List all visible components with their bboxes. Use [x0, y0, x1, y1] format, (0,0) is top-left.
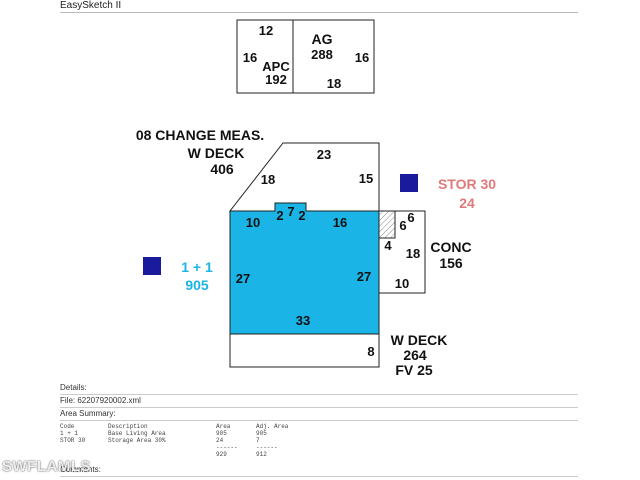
wdeck-upper-top-dim: 23: [317, 147, 331, 162]
table-cell: ------: [256, 444, 278, 451]
table-cell: 929: [216, 451, 227, 458]
title-divider: [60, 12, 578, 13]
conc-label: CONC: [430, 239, 471, 255]
wdeck-lower-right-dim: 8: [367, 344, 374, 359]
table-cell: 905: [216, 430, 227, 437]
wdeck-lower-area-value: 264: [403, 347, 427, 363]
ag-area-value: 288: [311, 47, 333, 62]
table-cell: 24: [216, 437, 224, 444]
wdeck-upper-area-value: 406: [210, 161, 234, 177]
ag-area: [292, 19, 375, 94]
living-label: 1 + 1: [181, 259, 213, 275]
table-cell: 905: [256, 430, 267, 437]
table-header: Code: [60, 423, 75, 430]
living-marker: [143, 257, 161, 275]
table-cell: STOR 30: [60, 437, 86, 444]
divider: [60, 420, 578, 421]
floor-sketch: 12 16 APC 192 AG 288 16 18 08 CHANGE MEA…: [136, 19, 496, 378]
stor-area: [378, 210, 396, 239]
stor-width-dim: 6: [399, 218, 406, 233]
table-cell: [60, 444, 108, 451]
watermark-logo: SWFLAMLS: [2, 458, 91, 475]
table-cell: [108, 451, 216, 458]
divider: [60, 476, 578, 477]
ag-label: AG: [312, 31, 333, 47]
living-notch-left-dim: 2: [276, 208, 283, 223]
table-row: 929 912: [60, 451, 316, 458]
living-right-dim: 27: [357, 269, 371, 284]
living-notch-right-dim: 2: [298, 208, 305, 223]
living-notch-top-dim: 7: [287, 204, 294, 219]
table-row: 1 + 1 Base Living Area 905 905: [60, 430, 316, 437]
comments-heading: Comments:: [60, 465, 101, 474]
table-cell: 912: [256, 451, 267, 458]
wdeck-upper-area: [228, 142, 380, 212]
wdeck-upper-diag-dim: 18: [261, 172, 275, 187]
table-header: Adj. Area: [256, 423, 289, 430]
details-panel: Details: File: 62207920002.xml Area Summ…: [60, 382, 578, 477]
file-name: File: 62207920002.xml: [60, 396, 141, 405]
divider: [60, 407, 578, 408]
table-row: ------ ------: [60, 444, 316, 451]
table-header: Area: [216, 423, 231, 430]
living-area-value: 905: [185, 277, 209, 293]
apc-left-dim: 16: [243, 50, 257, 65]
table-header-row: Code Description Area Adj. Area: [60, 423, 316, 430]
apc-label: APC: [262, 59, 290, 74]
living-bottom-dim: 33: [296, 313, 310, 328]
change-meas-label: 08 CHANGE MEAS.: [136, 127, 264, 143]
table-cell: Base Living Area: [108, 430, 166, 437]
stor-height-dim: 4: [384, 238, 392, 253]
divider: [60, 394, 578, 395]
wdeck-lower-fv: FV 25: [395, 362, 433, 378]
wdeck-upper-right-dim: 15: [359, 171, 373, 186]
living-top-right-dim: 16: [333, 215, 347, 230]
living-left-top-dim: 10: [246, 215, 260, 230]
stor-label: STOR 30: [438, 176, 496, 192]
conc-top-dim: 6: [407, 210, 414, 225]
wdeck-lower-label: W DECK: [391, 332, 448, 348]
area-summary-table: Code Description Area Adj. Area 1 + 1 Ba…: [60, 423, 316, 458]
apc-area-value: 192: [265, 72, 287, 87]
table-row: STOR 30 Storage Area 30% 24 7: [60, 437, 316, 444]
wdeck-lower-area: [229, 333, 380, 368]
table-cell: Storage Area 30%: [108, 437, 166, 444]
table-header: Description: [108, 423, 148, 430]
conc-bottom-dim: 10: [395, 276, 409, 291]
table-cell: [108, 444, 216, 451]
area-summary-heading: Area Summary:: [60, 409, 116, 418]
conc-area-value: 156: [439, 255, 463, 271]
table-cell: ------: [216, 444, 238, 451]
stor-area-value: 24: [459, 195, 475, 211]
ag-bottom-dim: 18: [327, 76, 341, 91]
conc-right-dim: 18: [406, 246, 420, 261]
table-cell: 7: [256, 437, 260, 444]
table-cell: 1 + 1: [60, 430, 79, 437]
conc-area: [378, 210, 426, 294]
table-cell: [60, 451, 108, 458]
ag-right-dim: 16: [355, 50, 369, 65]
living-left-dim: 27: [236, 271, 250, 286]
wdeck-upper-label: W DECK: [188, 145, 245, 161]
apc-top-dim: 12: [259, 23, 273, 38]
stor-marker: [400, 174, 418, 192]
details-heading: Details:: [60, 383, 87, 392]
app-title: EasySketch II: [60, 0, 122, 11]
